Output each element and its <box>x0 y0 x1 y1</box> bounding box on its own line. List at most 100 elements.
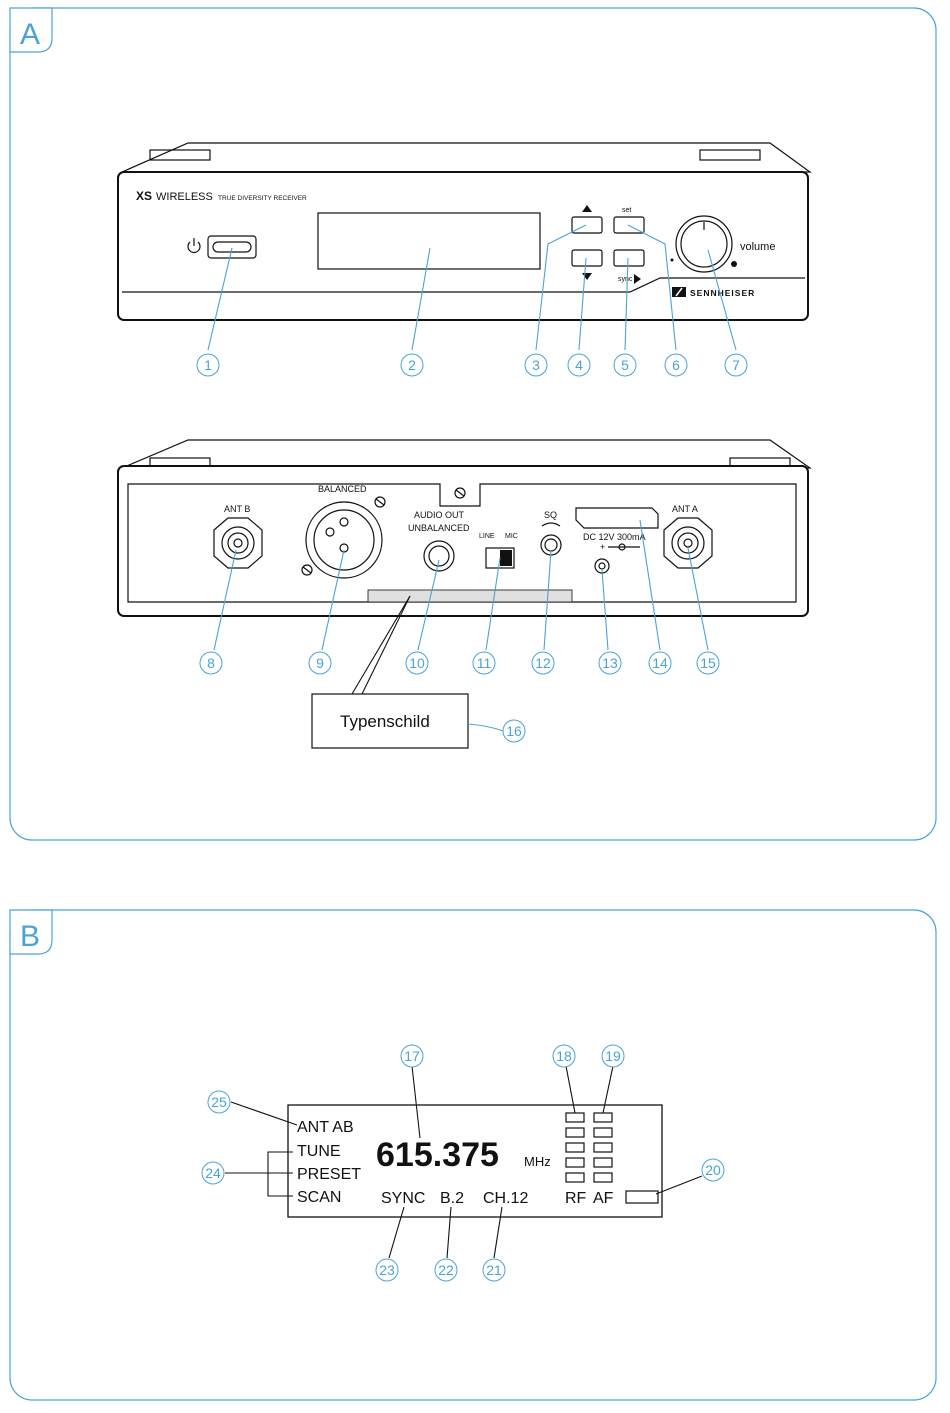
svg-text:8: 8 <box>207 655 215 671</box>
rear-lid <box>121 439 812 469</box>
svg-text:15: 15 <box>700 655 716 671</box>
mute-indicator <box>625 1190 659 1204</box>
xlr-connector[interactable] <box>305 501 383 579</box>
callout-5: 5 <box>613 353 637 377</box>
svg-text:10: 10 <box>409 655 425 671</box>
model-label: WIRELESS <box>156 191 213 203</box>
up-button[interactable] <box>571 216 603 234</box>
lcd-sync: SYNC <box>381 1190 425 1207</box>
rear-body <box>117 465 809 617</box>
down-button[interactable] <box>571 249 603 267</box>
svg-text:SENNHEISER: SENNHEISER <box>690 288 755 298</box>
power-icon <box>187 238 201 253</box>
power-button[interactable] <box>207 235 257 259</box>
callout-3: 3 <box>524 353 548 377</box>
callout-16: 16 <box>502 719 526 743</box>
svg-text:2: 2 <box>408 357 416 373</box>
svg-text:20: 20 <box>705 1162 721 1178</box>
panel-a: A <box>9 7 937 841</box>
svg-text:6: 6 <box>672 357 680 373</box>
screw-icon <box>374 496 386 508</box>
panel-b: B <box>9 909 937 1401</box>
svg-text:11: 11 <box>477 655 492 671</box>
callout-23: 23 <box>375 1258 399 1282</box>
dc-label: DC 12V 300mA <box>583 532 646 542</box>
typenschild-box <box>311 693 469 749</box>
audio-out-jack[interactable] <box>423 540 455 572</box>
lcd-rf: RF <box>565 1190 587 1207</box>
receiver-front-view: XS WIRELESS TRUE DIVERSITY RECEIVER set … <box>117 142 812 351</box>
svg-text:18: 18 <box>556 1048 572 1064</box>
svg-text:17: 17 <box>404 1048 420 1064</box>
screw-icon <box>301 564 313 576</box>
lcd-display: ANT AB TUNE PRESET SCAN 615.375 MHz SYNC… <box>287 1104 663 1218</box>
mic-label: MIC <box>505 533 518 540</box>
callout-11: 11 <box>472 651 496 675</box>
lcd-preset: PRESET <box>297 1166 361 1183</box>
svg-text:12: 12 <box>535 655 551 671</box>
up-arrow-icon <box>582 205 592 212</box>
balanced-label: BALANCED <box>318 484 367 494</box>
lcd-af: AF <box>593 1190 614 1207</box>
rf-level-meter <box>565 1112 585 1183</box>
sync-arrow-icon <box>634 274 641 284</box>
line-mic-switch[interactable] <box>485 547 515 569</box>
callout-7: 7 <box>724 353 748 377</box>
callout-1: 1 <box>196 353 220 377</box>
panel-b-letter: B <box>20 920 40 953</box>
ant-a-connector[interactable] <box>663 517 713 569</box>
svg-text:19: 19 <box>605 1048 621 1064</box>
callout-10: 10 <box>405 651 429 675</box>
sennheiser-logo: SENNHEISER <box>672 287 755 298</box>
svg-text:+: + <box>600 542 605 552</box>
callout-14: 14 <box>648 651 672 675</box>
front-foot-right <box>699 149 761 161</box>
lcd-tune: TUNE <box>297 1143 341 1160</box>
ant-b-connector[interactable] <box>213 517 263 569</box>
panel-a-letter: A <box>20 18 40 51</box>
receiver-rear-view: ANT B BALANCED AUDIO OUT UNBALANCED LINE… <box>117 439 812 749</box>
callout-17: 17 <box>400 1044 424 1068</box>
set-button[interactable] <box>613 216 645 234</box>
front-body <box>117 171 809 321</box>
typenschild-label: Typenschild <box>340 712 430 731</box>
front-lid <box>121 142 812 173</box>
sync-button[interactable] <box>613 249 645 267</box>
lcd-channel: CH.12 <box>483 1190 528 1207</box>
callout-19: 19 <box>601 1044 625 1068</box>
volume-knob[interactable] <box>675 215 733 273</box>
antenna-slot <box>575 507 659 529</box>
callout-18: 18 <box>552 1044 576 1068</box>
line-label: LINE <box>479 533 495 540</box>
audio-out-label: AUDIO OUT <box>414 510 465 520</box>
callout-8: 8 <box>199 651 223 675</box>
callout-25: 25 <box>207 1090 231 1114</box>
svg-text:1: 1 <box>204 357 212 373</box>
svg-text:23: 23 <box>379 1262 395 1278</box>
svg-text:14: 14 <box>652 655 668 671</box>
type-plate <box>367 589 573 603</box>
brand-label: XS <box>136 189 152 203</box>
callout-12: 12 <box>531 651 555 675</box>
sq-label: SQ <box>544 510 557 520</box>
svg-text:4: 4 <box>575 357 583 373</box>
volume-label: volume <box>740 241 775 253</box>
callout-6: 6 <box>664 353 688 377</box>
lcd-unit: MHz <box>524 1154 551 1169</box>
unbalanced-label: UNBALANCED <box>408 523 470 533</box>
svg-text:24: 24 <box>205 1165 221 1181</box>
ant-b-label: ANT B <box>224 504 250 514</box>
polarity-icon: + <box>600 542 640 552</box>
svg-text:9: 9 <box>316 655 324 671</box>
lcd-ant-ab: ANT AB <box>297 1119 354 1136</box>
callout-21: 21 <box>482 1258 506 1282</box>
set-label: set <box>622 207 631 214</box>
callout-4: 4 <box>567 353 591 377</box>
svg-text:16: 16 <box>506 723 522 739</box>
callout-15: 15 <box>696 651 720 675</box>
callout-2: 2 <box>400 353 424 377</box>
ant-a-label: ANT A <box>672 504 698 514</box>
lcd-scan: SCAN <box>297 1189 341 1206</box>
subtitle-label: TRUE DIVERSITY RECEIVER <box>218 195 307 202</box>
